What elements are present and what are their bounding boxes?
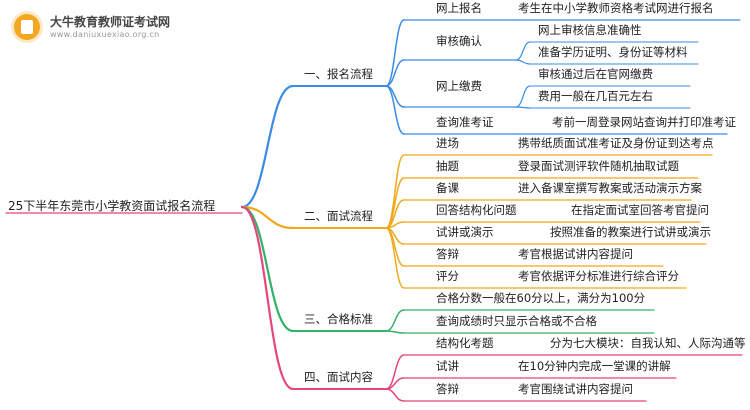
branch-label: 一、报名流程 bbox=[304, 67, 373, 81]
connector-branch-child bbox=[385, 309, 405, 332]
connector-child-detail bbox=[515, 41, 531, 61]
detail-label: 网上审核信息准确性 bbox=[538, 23, 642, 37]
connector-branch-child bbox=[385, 59, 405, 87]
child-label: 审核确认 bbox=[436, 34, 482, 48]
connector-branch-child bbox=[385, 19, 405, 87]
detail-label: 考前一周登录网站查询并打印准考证 bbox=[552, 115, 736, 129]
connector-branch-child bbox=[385, 177, 405, 229]
child-label: 抽题 bbox=[436, 159, 459, 173]
connector-root-branch bbox=[240, 205, 295, 230]
child-label: 合格分数一般在60分以上，满分为100分 bbox=[436, 291, 646, 305]
logo-url: www.daniuxuexiao.org.cn bbox=[50, 30, 160, 39]
connector-branch-child bbox=[385, 85, 405, 135]
child-label: 查询准考证 bbox=[436, 115, 494, 129]
connector-child-detail bbox=[515, 59, 531, 65]
connector-branch-child bbox=[385, 85, 405, 108]
detail-label: 考官围绕试讲内容提问 bbox=[518, 382, 633, 396]
root-topic: 25下半年东莞市小学教资面试报名流程 bbox=[8, 199, 216, 213]
child-label: 试讲 bbox=[436, 359, 459, 373]
detail-label: 准备学历证明、身份证等材料 bbox=[538, 45, 688, 59]
detail-label: 在10分钟内完成一堂课的讲解 bbox=[518, 359, 671, 373]
child-label: 试讲或演示 bbox=[436, 225, 494, 239]
child-label: 进场 bbox=[436, 136, 459, 150]
detail-label: 考生在中小学教师资格考试网进行报名 bbox=[518, 1, 714, 15]
branch-label: 二、面试流程 bbox=[304, 209, 373, 223]
detail-label: 审核通过后在官网缴费 bbox=[538, 67, 653, 81]
detail-label: 按照准备的教案进行试讲或演示 bbox=[550, 225, 711, 239]
child-label: 结构化考题 bbox=[436, 336, 494, 350]
child-label: 查询成绩时只显示合格或不合格 bbox=[436, 314, 597, 328]
detail-label: 分为七大模块：自我认知、人际沟通等 bbox=[550, 336, 746, 350]
detail-label: 进入备课室撰写教案或活动演示方案 bbox=[518, 181, 702, 195]
child-label: 回答结构化问题 bbox=[436, 203, 517, 217]
child-label: 网上报名 bbox=[436, 1, 482, 15]
connector-branch-child bbox=[385, 227, 405, 289]
detail-label: 在指定面试室回答考官提问 bbox=[571, 203, 709, 217]
child-label: 评分 bbox=[436, 269, 459, 283]
connector-child-detail bbox=[515, 85, 531, 108]
site-logo: 大牛教育教师证考试网 www.daniuxuexiao.org.cn bbox=[10, 10, 190, 46]
connector-branch-child bbox=[385, 330, 405, 334]
connector-root-branch bbox=[240, 84, 295, 209]
connector-branch-child bbox=[385, 388, 405, 402]
branch-label: 三、合格标准 bbox=[304, 312, 373, 326]
detail-label: 登录面试测评软件随机抽取试题 bbox=[518, 159, 679, 173]
detail-label: 考官根据试讲内容提问 bbox=[518, 247, 633, 261]
connector-branch-child bbox=[385, 154, 405, 229]
child-label: 答辩 bbox=[436, 382, 459, 396]
connector-root-branch bbox=[240, 205, 295, 391]
detail-label: 携带纸质面试准考证及身份证到达考点 bbox=[518, 136, 714, 150]
connector-root-branch bbox=[240, 205, 295, 333]
child-label: 网上缴费 bbox=[436, 79, 482, 93]
connector-child-detail bbox=[515, 106, 531, 109]
detail-label: 费用一般在几百元左右 bbox=[538, 89, 653, 103]
logo-name: 大牛教育教师证考试网 bbox=[50, 15, 171, 29]
book-icon bbox=[14, 14, 40, 40]
branch-label: 四、面试内容 bbox=[304, 370, 373, 384]
child-label: 备课 bbox=[436, 181, 459, 195]
detail-label: 考官依据评分标准进行综合评分 bbox=[518, 269, 679, 283]
child-label: 答辩 bbox=[436, 247, 459, 261]
